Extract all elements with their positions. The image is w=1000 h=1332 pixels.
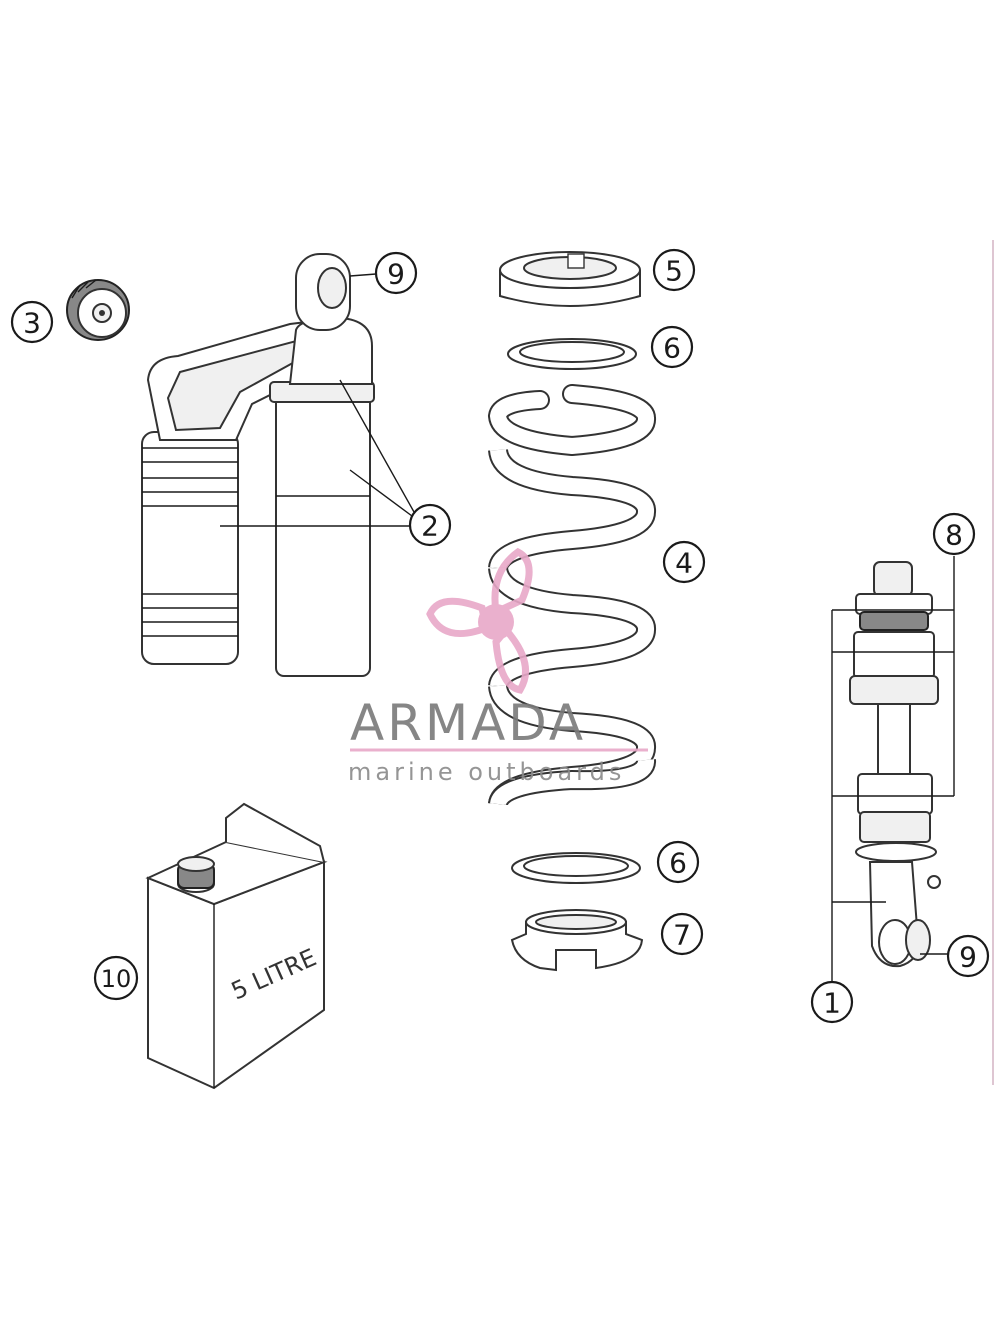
callout-8: 8 bbox=[932, 512, 976, 556]
part-spring-nut bbox=[499, 251, 641, 307]
part-oil-canister: 5 LITRE bbox=[145, 802, 328, 1090]
callout-label: 9 bbox=[959, 941, 977, 974]
callout-label: 10 bbox=[101, 965, 132, 993]
callout-3: 3 bbox=[10, 300, 54, 344]
callout-4: 4 bbox=[662, 540, 706, 584]
callout-2: 2 bbox=[408, 503, 452, 547]
callout-6-bottom: 6 bbox=[656, 840, 700, 884]
callout-10: 10 bbox=[93, 955, 139, 1001]
callout-label: 5 bbox=[665, 255, 683, 288]
callout-label: 1 bbox=[823, 987, 841, 1020]
part-coil-spring bbox=[487, 384, 646, 804]
part-washer-top bbox=[507, 338, 637, 370]
part-shock-body bbox=[141, 253, 375, 677]
callout-label: 7 bbox=[673, 919, 691, 952]
callout-5: 5 bbox=[652, 248, 696, 292]
callout-1: 1 bbox=[810, 980, 854, 1024]
part-adjuster-cap bbox=[66, 279, 130, 341]
callout-label: 2 bbox=[421, 510, 439, 543]
part-spring-seat bbox=[510, 909, 644, 972]
leader-lines bbox=[220, 273, 955, 986]
watermark-tagline: marine outboards bbox=[348, 758, 625, 786]
part-damper-assembly bbox=[849, 561, 941, 968]
callout-label: 9 bbox=[387, 258, 405, 291]
callout-label: 4 bbox=[675, 547, 693, 580]
watermark: ARMADA marine outboards bbox=[348, 547, 648, 786]
callout-label: 8 bbox=[945, 519, 963, 552]
callout-7: 7 bbox=[660, 912, 704, 956]
propeller-icon bbox=[426, 547, 533, 694]
callout-label: 6 bbox=[663, 332, 681, 365]
part-washer-bottom bbox=[511, 852, 641, 884]
callout-9-top: 9 bbox=[374, 251, 418, 295]
callout-9-bottom: 9 bbox=[946, 934, 990, 978]
callout-label: 6 bbox=[669, 847, 687, 880]
callout-6-top: 6 bbox=[650, 325, 694, 369]
watermark-brand: ARMADA bbox=[350, 694, 586, 752]
callout-label: 3 bbox=[23, 307, 41, 340]
